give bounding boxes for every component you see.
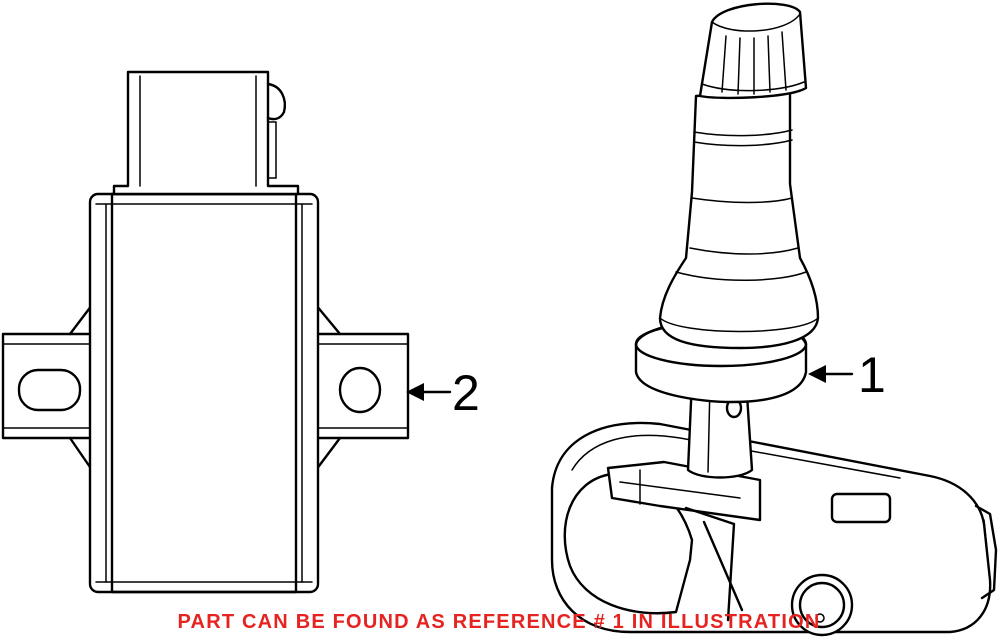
tire-pressure-sensor-illustration [550, 2, 998, 637]
callout-1-label: 1 [858, 347, 886, 403]
arrowhead-1 [808, 365, 826, 383]
callout-2: 2 [406, 365, 480, 421]
reference-caption: PART CAN BE FOUND AS REFERENCE # 1 IN IL… [178, 611, 821, 633]
tpms-module-illustration [1, 70, 410, 594]
arrowhead-2 [406, 383, 424, 401]
callout-1: 1 [808, 347, 886, 403]
callout-2-label: 2 [452, 365, 480, 421]
